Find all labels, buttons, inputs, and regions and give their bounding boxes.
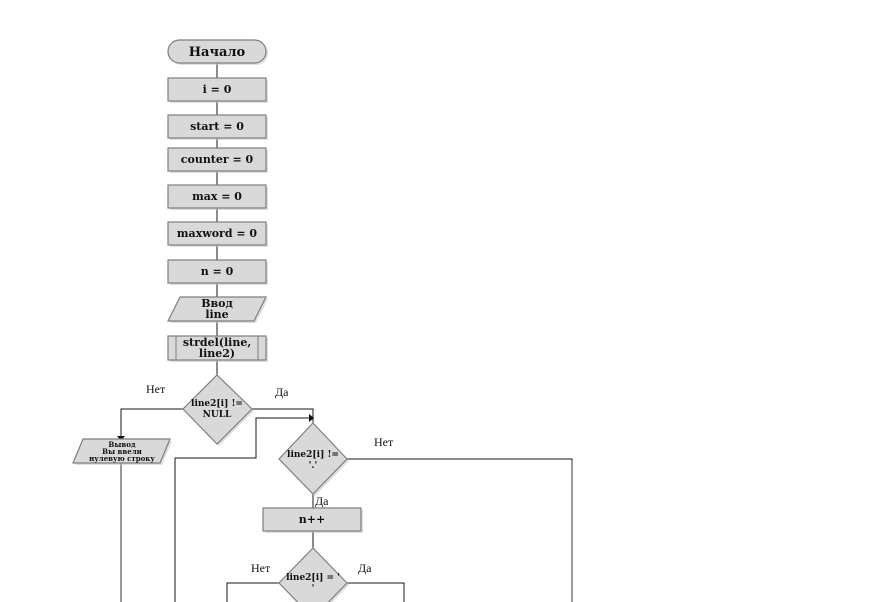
process-init-n: n = 0 bbox=[167, 259, 268, 285]
connectors bbox=[117, 62, 573, 602]
start-terminator: Начало bbox=[167, 39, 268, 65]
process-label: counter = 0 bbox=[181, 153, 254, 166]
decision-null: line2[i] != NULL bbox=[182, 374, 254, 446]
process-label: n++ bbox=[299, 513, 325, 526]
edge-label-null-yes: Да bbox=[275, 385, 289, 399]
connector-null-no bbox=[120, 408, 183, 436]
decision-not-dot: line2[i] != '.' bbox=[278, 422, 349, 496]
process-label: i = 0 bbox=[203, 83, 232, 96]
connector-dot-no bbox=[347, 458, 573, 602]
io-label-line3: нулевую строку bbox=[89, 454, 155, 463]
arrow-head-icon bbox=[309, 414, 314, 422]
predefined-process-strdel: strdel(line, line2) bbox=[167, 335, 268, 362]
io-label-line2: line bbox=[205, 308, 228, 321]
connector-space-no bbox=[226, 582, 279, 602]
process-init-i: i = 0 bbox=[167, 77, 268, 103]
process-label: maxword = 0 bbox=[177, 227, 257, 240]
connector-null-yes bbox=[252, 408, 314, 423]
predefined-label-line1: strdel(line, bbox=[183, 336, 251, 349]
process-label: max = 0 bbox=[192, 190, 242, 203]
decision-label-line1: line2[i] != bbox=[191, 399, 243, 409]
decision-label-line2: '.' bbox=[309, 461, 318, 471]
process-init-maxword: maxword = 0 bbox=[167, 221, 268, 247]
process-inc-n: n++ bbox=[262, 507, 363, 533]
io-label-line2: Вы ввели bbox=[102, 447, 142, 456]
decision-label-line2: NULL bbox=[203, 410, 232, 420]
process-init-max: max = 0 bbox=[167, 184, 268, 210]
predefined-label-line2: line2) bbox=[199, 347, 235, 360]
decision-label-line1: line2[i] = ' bbox=[286, 573, 340, 583]
output-empty-string: Вывод Вы ввели нулевую строку bbox=[72, 438, 172, 465]
edge-label-dot-yes: Да bbox=[315, 494, 329, 508]
connector-loop-back bbox=[174, 417, 309, 602]
process-init-counter: counter = 0 bbox=[167, 147, 268, 173]
decision-space: line2[i] = ' ' bbox=[278, 547, 349, 602]
process-init-start: start = 0 bbox=[167, 114, 268, 140]
input-line: Ввод line bbox=[167, 296, 268, 323]
decision-label-line2: ' bbox=[312, 584, 315, 594]
io-label-line1: Ввод bbox=[201, 297, 233, 310]
connector-space-yes bbox=[347, 582, 405, 602]
edge-label-space-yes: Да bbox=[358, 561, 372, 575]
edge-label-space-no: Нет bbox=[251, 561, 271, 575]
process-label: n = 0 bbox=[201, 265, 234, 278]
start-label: Начало bbox=[189, 45, 246, 60]
edge-label-dot-no: Нет bbox=[374, 435, 394, 449]
edge-label-null-no: Нет bbox=[146, 382, 166, 396]
io-label-line1: Вывод bbox=[108, 440, 135, 449]
process-label: start = 0 bbox=[190, 120, 244, 133]
decision-label-line1: line2[i] != bbox=[287, 450, 339, 460]
